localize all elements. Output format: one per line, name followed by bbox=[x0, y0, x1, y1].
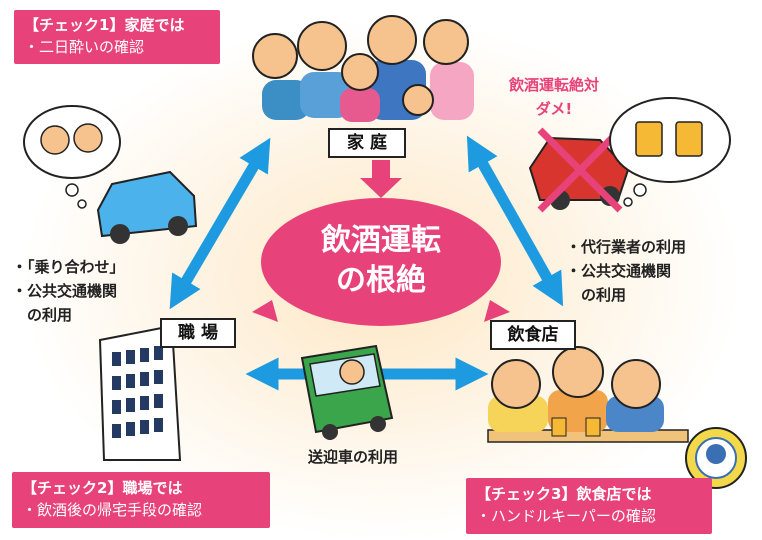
callout-work-check: 【チェック2】職場では ・飲酒後の帰宅手段の確認 bbox=[12, 472, 270, 528]
car-icon bbox=[96, 170, 198, 244]
arrow-home-work bbox=[169, 137, 271, 310]
callout-work-body: ・飲酒後の帰宅手段の確認 bbox=[22, 501, 203, 519]
note-bottom-shuttle: 送迎車の利用 bbox=[308, 448, 399, 466]
note-work-side-3: の利用 bbox=[12, 306, 73, 324]
thought-bubble-left bbox=[23, 105, 121, 209]
note-work-side-1: ・「乗り合わせ」 bbox=[12, 258, 125, 276]
pink-arrow-left bbox=[252, 300, 278, 322]
family-illustration bbox=[252, 15, 474, 122]
callout-work-title: 【チェック2】職場では bbox=[22, 479, 183, 497]
callout-restaurant-body: ・ハンドルキーパーの確認 bbox=[476, 507, 656, 525]
arrow-home-restaurant bbox=[466, 135, 564, 307]
red-car-icon bbox=[528, 127, 630, 213]
center-ellipse bbox=[261, 198, 501, 326]
beer-thought-bubble bbox=[609, 97, 731, 207]
bus-icon bbox=[300, 344, 394, 440]
note-restaurant-side-1: ・代行業者の利用 bbox=[566, 238, 687, 256]
callout-restaurant-check: 【チェック3】飲食店では ・ハンドルキーパーの確認 bbox=[466, 478, 712, 534]
handle-keeper-badge bbox=[685, 427, 747, 489]
pink-arrow-right bbox=[484, 300, 510, 322]
callout-home-check: 【チェック1】家庭では ・二日酔いの確認 bbox=[14, 10, 220, 64]
node-label-home: 家 庭 bbox=[328, 128, 406, 158]
restaurant-people bbox=[487, 346, 689, 443]
callout-home-body: ・二日酔いの確認 bbox=[24, 38, 145, 56]
warning-line1: 飲酒運転絶対 bbox=[508, 76, 599, 94]
callout-home-title: 【チェック1】家庭では bbox=[24, 16, 185, 34]
pink-arrow-top bbox=[360, 160, 402, 198]
note-restaurant-side-3: の利用 bbox=[566, 286, 627, 304]
node-label-restaurant: 飲食店 bbox=[490, 320, 576, 350]
warning-line2: ダメ! bbox=[535, 100, 573, 118]
node-label-work: 職 場 bbox=[160, 318, 236, 348]
note-work-side-2: ・公共交通機関 bbox=[12, 282, 118, 300]
note-restaurant-side-2: ・公共交通機関 bbox=[566, 262, 672, 280]
callout-restaurant-title: 【チェック3】飲食店では bbox=[476, 485, 652, 503]
center-title-line2: の根絶 bbox=[336, 263, 426, 298]
center-title-line1: 飲酒運転 bbox=[321, 223, 441, 258]
office-building bbox=[98, 324, 182, 461]
